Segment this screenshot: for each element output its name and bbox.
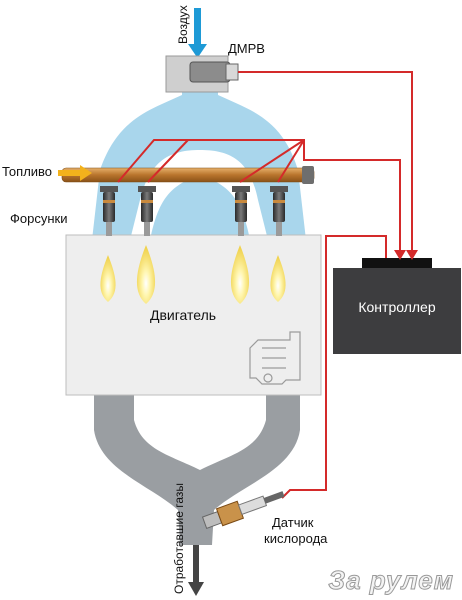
air-arrow [188, 8, 207, 58]
fuel-rail [61, 166, 315, 184]
wire-arrowheads [394, 250, 418, 260]
maf-housing [165, 55, 239, 93]
oxygen-sensor-label-line2: кислорода [264, 531, 328, 546]
exhaust-arrow [188, 545, 204, 596]
combustion-flames [100, 245, 286, 304]
maf-wire [238, 71, 413, 258]
fuel-arrow [58, 165, 92, 181]
injector-2-wire [147, 139, 189, 183]
engine-outline-icon [249, 331, 301, 385]
oxygen-sensor-label-line1: Датчик [272, 515, 314, 530]
injector-4-wire [277, 139, 305, 183]
injector-2 [138, 186, 156, 236]
maf-sensor-label: ДМРВ [228, 41, 265, 56]
signal-wires [117, 71, 413, 499]
exhaust-gas-label: Отработавшие газы [172, 483, 186, 594]
oxygen-sensor-wire [281, 235, 387, 499]
fuel-label: Топливо [2, 164, 53, 179]
injectors-label: Форсунки [10, 211, 68, 226]
injector-4 [270, 186, 288, 236]
exhaust-manifold [94, 395, 300, 545]
injector-3 [232, 186, 250, 236]
engine-label: Двигатель [150, 307, 217, 323]
controller-unit [333, 258, 461, 354]
injector-3-wire [239, 139, 305, 183]
injector-1 [100, 186, 118, 236]
injector-wire-bus [117, 139, 401, 258]
oxygen-sensor [201, 491, 285, 529]
air-label: Воздух [176, 5, 190, 44]
controller-label: Контроллер [358, 299, 436, 315]
publisher-logo: За рулем [328, 565, 454, 596]
